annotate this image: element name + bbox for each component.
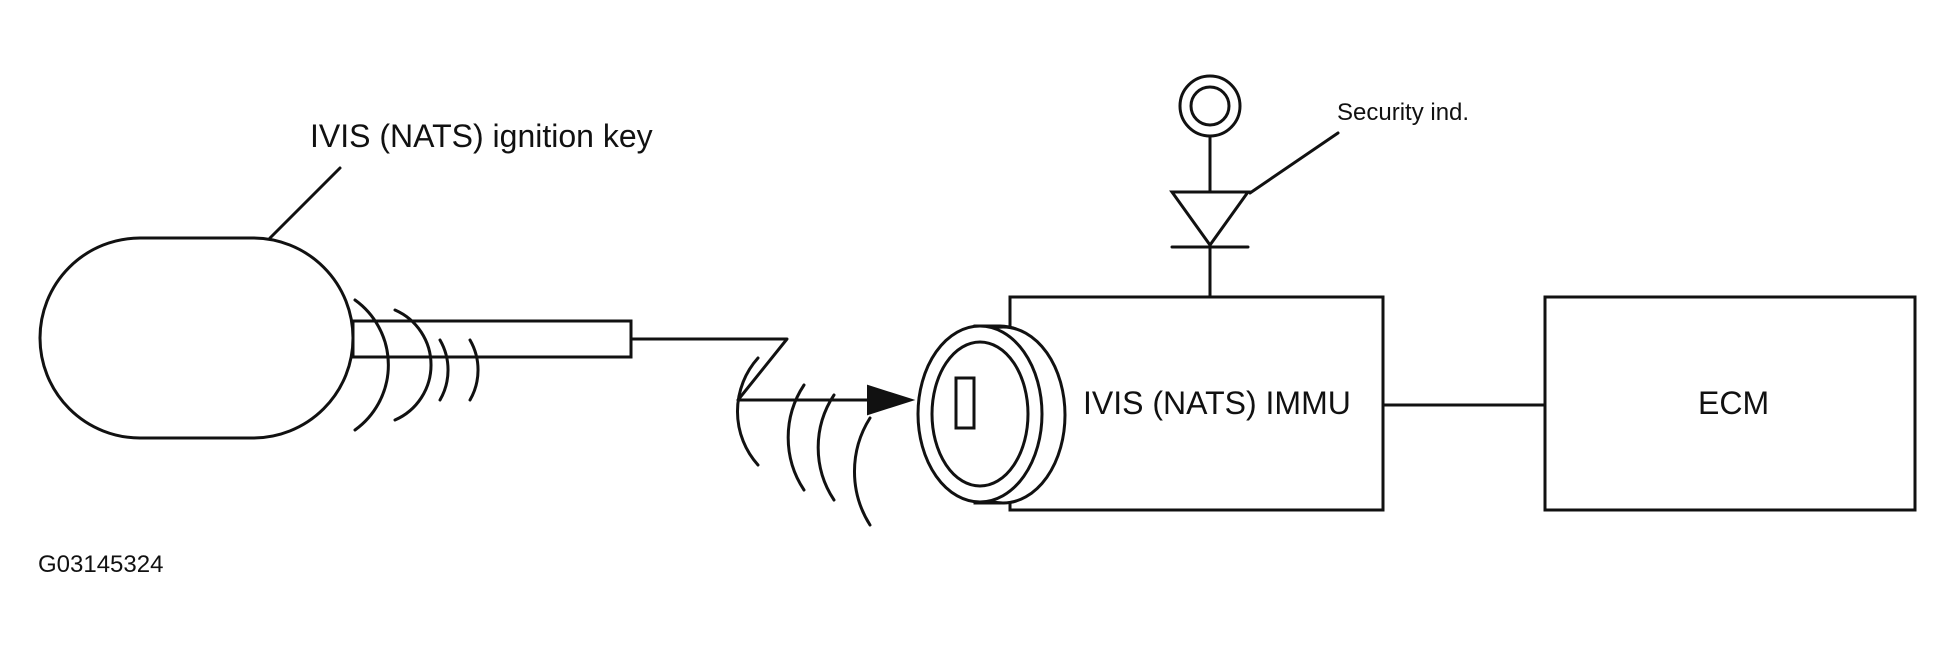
security-ind-leader [1248,131,1340,195]
immu-box [1008,295,1385,512]
lamp-inner [1189,85,1231,127]
diode-triangle [1169,190,1251,248]
key-label: IVIS (NATS) ignition key [310,118,653,154]
key-label-leader [268,166,342,240]
key-slot [954,376,976,430]
security-indicator [1169,74,1251,299]
security-ind-label: Security ind. [1337,99,1469,126]
key-signal-waves [353,298,480,432]
key-head [38,236,355,440]
transmission-arrow [629,337,916,416]
lamp-outer [1178,74,1242,138]
figure-id: G03145324 [38,551,163,578]
ignition-key [38,236,633,440]
immu-label: IVIS (NATS) IMMU [1083,385,1351,421]
ecm-label: ECM [1698,385,1769,421]
key-cylinder [916,324,1067,505]
arrow-head [867,384,916,416]
key-blade [351,319,633,359]
ecm-box [1543,295,1917,512]
reader-signal-waves [735,356,872,527]
